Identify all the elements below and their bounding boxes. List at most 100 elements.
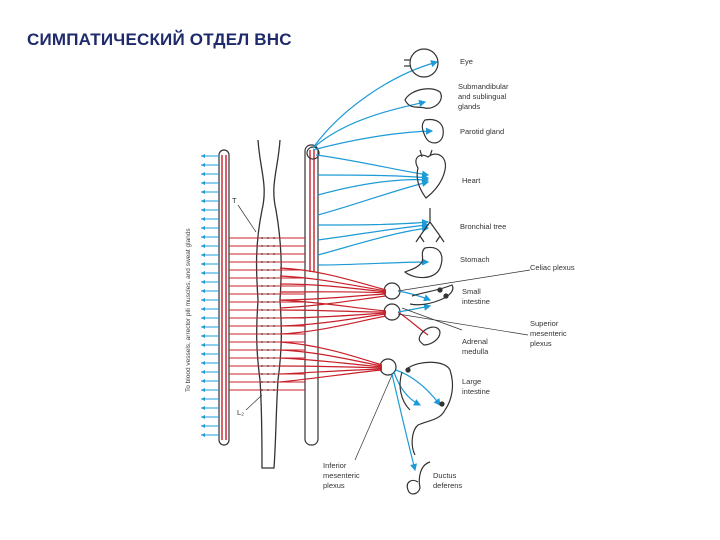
cell-body-dot [273,269,275,271]
cervical-postganglionic-fibers [312,60,439,266]
cell-body-dot [273,253,275,255]
vessel-fiber-arrow [201,352,205,356]
cell-body-dot [267,373,269,375]
stomach-icon [403,246,443,279]
right-sympathetic-chain [304,144,319,446]
submandibular-label: Submandibular and sublingual glands [458,82,509,111]
vessel-fiber-arrow [201,370,205,374]
cell-body-dot [273,277,275,279]
svg-text:plexus: plexus [323,481,345,490]
cell-body-dot [267,253,269,255]
vessel-fiber-arrow [201,361,205,365]
vessel-fiber-arrow [201,415,205,419]
vessel-fiber-arrow [201,388,205,392]
cell-body-dot [273,349,275,351]
cell-body-dot [267,237,269,239]
cell-body-dot [261,317,263,319]
vessel-fiber-arrow [201,163,205,167]
vessel-fiber-arrow [201,172,205,176]
cell-body-dot [267,317,269,319]
svg-text:mesenteric: mesenteric [530,329,567,338]
ductus-icon [406,461,431,495]
adrenal-label: Adrenal medulla [462,337,489,356]
cell-body-dot [261,381,263,383]
svg-text:intestine: intestine [462,297,490,306]
cell-body-dot [261,293,263,295]
parotid-label: Parotid gland [460,127,504,136]
cell-body-dot [273,357,275,359]
cell-body-dot [267,389,269,391]
cell-body-dot [273,237,275,239]
vessel-fiber-arrow [201,334,205,338]
eye-label: Eye [460,57,473,66]
large-intestine-icon [407,361,454,456]
ductus-label: Ductus deferens [433,471,462,490]
cell-body-dot [267,365,269,367]
large-intestine-label: Large intestine [462,377,490,396]
cell-body-dot [267,381,269,383]
lungs-icon [415,208,445,243]
cell-body-dot [267,245,269,247]
vessel-fiber-arrow [201,316,205,320]
cell-body-dot [261,301,263,303]
cell-body-dot [273,389,275,391]
preganglionic-fibers [229,237,305,391]
cell-body-dot [267,261,269,263]
vessel-fiber-arrow [201,262,205,266]
cell-body-dot [273,365,275,367]
small-intestine-label: Small intestine [462,287,490,306]
cell-body-dot [273,261,275,263]
vessels-label: To blood vessels, arrector pili muscles,… [185,228,192,392]
bronchial-label: Bronchial tree [460,222,506,231]
cell-body-dot [261,285,263,287]
svg-text:Superior: Superior [530,319,559,328]
svg-text:glands: glands [458,102,480,111]
svg-text:medulla: medulla [462,347,489,356]
cell-body-dot [267,301,269,303]
cell-body-dot [261,349,263,351]
segment-bottom-label: L₂ [237,408,244,417]
cell-body-dot [273,309,275,311]
cell-body-dot [267,285,269,287]
vessel-fiber-arrow [201,181,205,185]
vessel-fiber-arrow [201,253,205,257]
cell-body-dot [273,293,275,295]
cell-body-dot [261,333,263,335]
vessel-fiber-arrow [201,379,205,383]
svg-text:plexus: plexus [530,339,552,348]
cell-body-dot [261,373,263,375]
cell-body-dot [267,349,269,351]
spinal-cord [255,139,282,469]
svg-text:Large: Large [462,377,481,386]
cell-body-dot [267,333,269,335]
splanchnic-fibers [279,267,429,383]
vessel-fiber-arrow [201,307,205,311]
svg-text:Small: Small [462,287,481,296]
celiac-label: Celiac plexus [530,263,575,272]
cell-body-dot [261,261,263,263]
vessel-fiber-arrow [201,343,205,347]
cell-body-dot [261,389,263,391]
vessel-fiber-arrow [201,244,205,248]
cell-body-dot [273,325,275,327]
cell-body-dot [267,325,269,327]
stomach-label: Stomach [460,255,490,264]
cell-body-dot [261,237,263,239]
svg-text:Adrenal: Adrenal [462,337,488,346]
vessel-fiber-arrow [201,199,205,203]
vessel-fiber-arrow [201,280,205,284]
vessel-fiber-arrow [201,271,205,275]
adrenal-icon [418,326,441,346]
vessel-fiber-arrow [201,424,205,428]
heart-label: Heart [462,176,481,185]
cell-body-dot [261,253,263,255]
label-leaders [354,269,531,461]
abdominal-postganglionic-fibers [391,290,441,472]
cell-body-dot [261,357,263,359]
svg-text:Inferior: Inferior [323,461,347,470]
parotid-icon [421,118,444,144]
cell-body-dot [273,341,275,343]
svg-text:Ductus: Ductus [433,471,457,480]
cell-body-dot [273,373,275,375]
vessel-fiber-arrow [201,154,205,158]
